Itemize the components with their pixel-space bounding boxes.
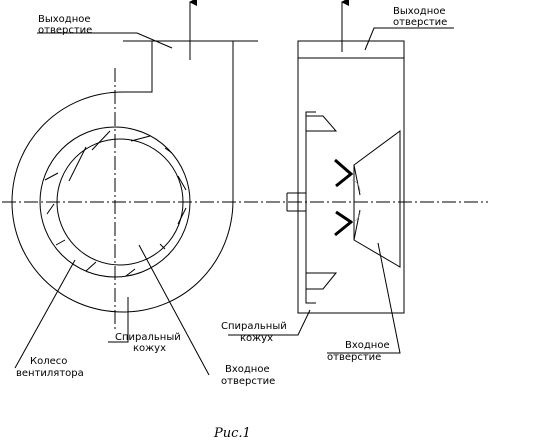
flow-hint-upper <box>352 180 360 192</box>
inlet-cone <box>354 131 400 267</box>
inlet-label-left-line1: Входное <box>225 364 270 375</box>
wheel-label-line1: Колесо <box>30 356 68 367</box>
lower-bracket <box>306 273 336 289</box>
back-wall <box>306 112 316 303</box>
impeller-outer-circle <box>57 139 183 265</box>
outlet-label-right-line2: отверстие <box>393 17 448 28</box>
flow-hint-lower <box>352 212 360 222</box>
blade-marker-lower <box>335 212 351 235</box>
front-view <box>2 0 488 330</box>
spiral-label-left-line1: Спиральный <box>115 332 181 343</box>
spiral-casing-outer <box>12 41 233 312</box>
inlet-label-left-line2: отверстие <box>221 376 276 387</box>
side-view <box>287 0 404 313</box>
casing-inner-contour <box>40 127 190 277</box>
outlet-label-left-line1: Выходное <box>38 14 91 25</box>
impeller-blades <box>45 131 186 276</box>
blade-marker-upper <box>335 160 351 186</box>
inlet-label-right-line2: отверстие <box>327 352 382 363</box>
upper-bracket <box>306 116 336 131</box>
outlet-label-left-line2: отверстие <box>38 25 93 36</box>
spiral-label-right-line2: кожух <box>240 333 274 344</box>
casing-side-rect <box>298 41 404 313</box>
wheel-label-line2: вентилятора <box>16 368 84 379</box>
spiral-label-right-line1: Спиральный <box>221 321 287 332</box>
figure-caption: Рис.1 <box>214 426 251 441</box>
spiral-label-left-line2: кожух <box>133 343 167 354</box>
leader-lines <box>15 28 454 375</box>
outlet-label-right-line1: Выходное <box>393 6 446 17</box>
inlet-label-right-line1: Входное <box>345 340 390 351</box>
